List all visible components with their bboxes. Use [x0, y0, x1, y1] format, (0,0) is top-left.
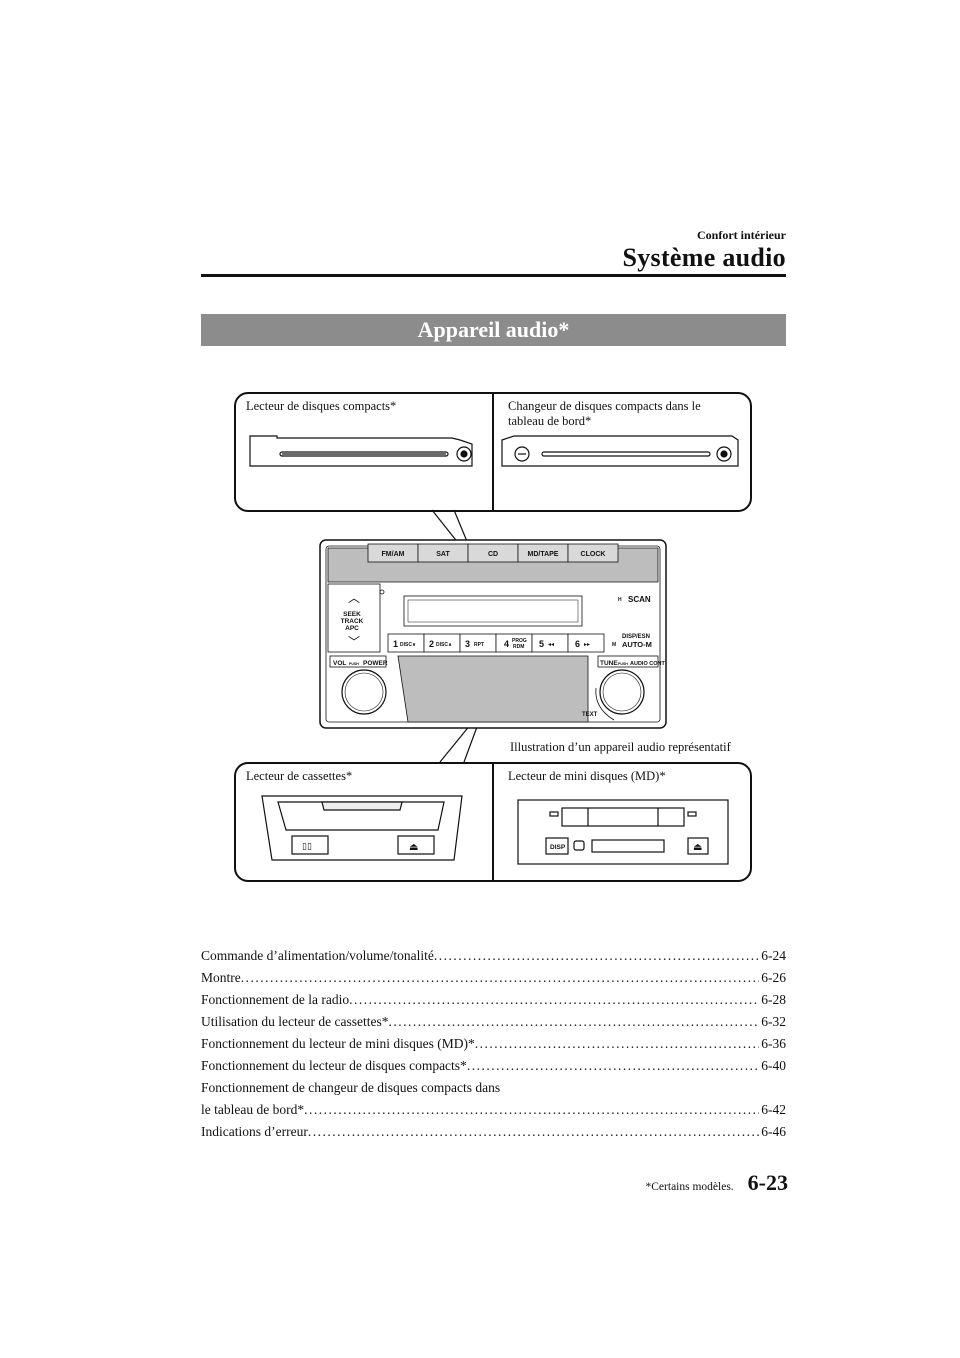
toc-entry-title: Utilisation du lecteur de cassettes* — [201, 1014, 389, 1029]
svg-text:PUSH: PUSH — [349, 662, 359, 666]
svg-text:RDM: RDM — [513, 644, 524, 650]
toc-entry-title: Commande d’alimentation/volume/tonalité — [201, 948, 434, 963]
toc-leader — [241, 970, 760, 986]
section-name: Confort intérieur — [697, 228, 786, 242]
svg-text:CLOCK: CLOCK — [581, 551, 606, 558]
toc-entry-title: Indications d’erreur — [201, 1124, 308, 1139]
toc-entry-page: 6-46 — [761, 1124, 786, 1139]
toc-entry-multiline-first[interactable]: Fonctionnement de changeur de disques co… — [201, 1080, 786, 1096]
svg-text:POWER: POWER — [363, 660, 388, 667]
svg-text:AUTO-M: AUTO-M — [622, 640, 652, 649]
svg-text:PUSH: PUSH — [618, 662, 628, 666]
toc-leader — [349, 992, 759, 1008]
header-rule — [201, 274, 786, 277]
toc-entry[interactable]: Commande d’alimentation/volume/tonalité … — [201, 948, 786, 964]
cd-player-label: Lecteur de disques compacts* — [246, 399, 397, 413]
svg-text:APC: APC — [345, 625, 359, 632]
audio-unit-drawing: ▯▯ ⏏ DISP ⏏ — [249, 435, 739, 865]
svg-text:6: 6 — [575, 639, 580, 649]
toc-entry-page: 6-32 — [761, 1014, 786, 1029]
cd-changer-slot-drawing — [501, 435, 739, 467]
toc-entry-title: Fonctionnement de la radio — [201, 992, 350, 1007]
svg-text:◂◂: ◂◂ — [548, 642, 554, 648]
page-number: 6-23 — [747, 1170, 788, 1195]
svg-text:DISP: DISP — [550, 844, 566, 851]
svg-text:M: M — [612, 642, 616, 648]
md-player-label: Lecteur de mini disques (MD)* — [508, 769, 666, 783]
svg-text:﹀: ﹀ — [348, 635, 360, 649]
svg-text:AUDIO CONT: AUDIO CONT — [630, 661, 665, 667]
cassette-drawing: ▯▯ ⏏ — [261, 795, 463, 861]
svg-text:︿: ︿ — [348, 591, 360, 605]
svg-text:H: H — [618, 597, 622, 603]
bottom-callout-divider — [492, 764, 494, 880]
svg-text:RPT: RPT — [474, 642, 484, 648]
toc-entry[interactable]: Fonctionnement du lecteur de disques com… — [201, 1058, 786, 1074]
svg-text:TUNE: TUNE — [600, 660, 618, 667]
toc-entry-page: 6-40 — [761, 1058, 786, 1073]
svg-text:⏏: ⏏ — [409, 842, 418, 853]
toc-entry-page: 6-24 — [761, 948, 786, 963]
toc-leader — [467, 1058, 759, 1074]
toc-leader — [304, 1102, 759, 1118]
cd-changer-label-2: tableau de bord* — [508, 414, 592, 428]
toc-leader — [388, 1014, 759, 1030]
footer-note: *Certains modèles. — [645, 1181, 734, 1193]
toc-leader — [434, 948, 759, 964]
svg-text:CD: CD — [488, 551, 498, 558]
svg-text:⏏: ⏏ — [693, 842, 702, 853]
toc-entry-multiline-second[interactable]: le tableau de bord* 6-42 — [201, 1102, 786, 1118]
svg-text:1: 1 — [393, 639, 398, 649]
cd-changer-label-1: Changeur de disques compacts dans le — [508, 399, 701, 413]
svg-text:SAT: SAT — [436, 551, 450, 558]
svg-text:5: 5 — [539, 639, 544, 649]
audio-illustration: Lecteur de disques compacts* Changeur de… — [232, 390, 752, 882]
illustration-caption: Illustration d’un appareil audio représe… — [510, 740, 731, 754]
toc-entry-title: Fonctionnement de changeur de disques co… — [201, 1080, 501, 1095]
toc-entry-title: le tableau de bord* — [201, 1102, 305, 1117]
svg-text:▯▯: ▯▯ — [302, 841, 312, 851]
svg-text:DISC∨: DISC∨ — [400, 642, 416, 648]
toc-entry-page: 6-42 — [761, 1102, 786, 1117]
svg-text:4: 4 — [504, 639, 509, 649]
toc-entry[interactable]: Utilisation du lecteur de cassettes* 6-3… — [201, 1014, 786, 1030]
toc-entry-page: 6-28 — [761, 992, 786, 1007]
svg-text:TEXT: TEXT — [582, 712, 598, 718]
svg-text:2: 2 — [429, 639, 434, 649]
toc-leader — [475, 1036, 760, 1052]
toc-entry-page: 6-36 — [761, 1036, 786, 1051]
section-banner: Appareil audio* — [201, 314, 786, 346]
head-unit: FM/AM SAT CD MD/TAPE CLOCK ︿ SEEK TRACK … — [319, 539, 667, 729]
footer: *Certains modèles. 6-23 — [646, 1170, 788, 1196]
svg-text:VOL: VOL — [333, 660, 346, 667]
svg-text:MD/TAPE: MD/TAPE — [528, 551, 559, 558]
svg-text:SEEK: SEEK — [343, 611, 361, 618]
toc-entry[interactable]: Indications d’erreur 6-46 — [201, 1124, 786, 1140]
top-callout-divider — [492, 394, 494, 510]
svg-text:DISP/ESN: DISP/ESN — [622, 634, 650, 640]
toc-entry[interactable]: Fonctionnement du lecteur de mini disque… — [201, 1036, 786, 1052]
toc-entry-page: 6-26 — [761, 970, 786, 985]
toc-entry-title: Montre — [201, 970, 241, 985]
toc-entry[interactable]: Montre 6-26 — [201, 970, 786, 986]
page-title: Système audio — [622, 243, 786, 272]
svg-text:▸▸: ▸▸ — [584, 642, 590, 648]
toc-entry[interactable]: Fonctionnement de la radio 6-28 — [201, 992, 786, 1008]
svg-text:PROG: PROG — [512, 638, 527, 644]
toc-entry-title: Fonctionnement du lecteur de mini disque… — [201, 1036, 475, 1051]
svg-text:3: 3 — [465, 639, 470, 649]
svg-text:SCAN: SCAN — [628, 595, 651, 604]
cd-slot-drawing — [249, 435, 473, 467]
md-drawing: DISP ⏏ — [517, 799, 729, 865]
svg-text:FM/AM: FM/AM — [382, 551, 405, 558]
svg-text:TRACK: TRACK — [341, 618, 364, 625]
svg-text:DISC∧: DISC∧ — [436, 642, 452, 648]
cassette-label: Lecteur de cassettes* — [246, 769, 353, 783]
toc-entry-title: Fonctionnement du lecteur de disques com… — [201, 1058, 467, 1073]
toc-leader — [308, 1124, 759, 1140]
